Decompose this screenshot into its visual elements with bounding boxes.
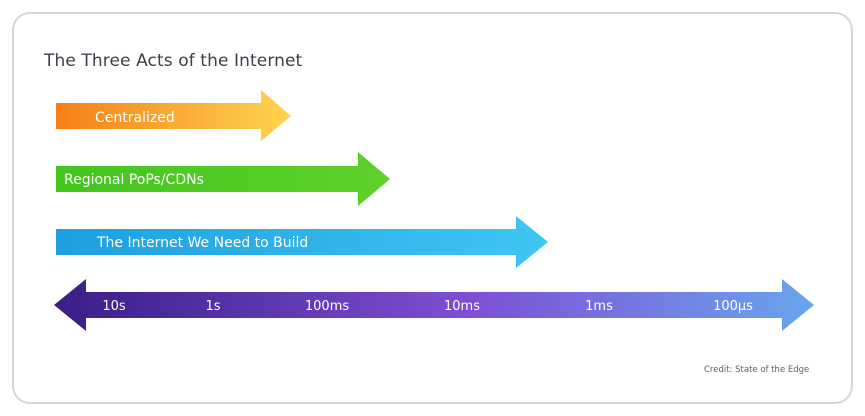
scale-tick-100us: 100µs bbox=[713, 299, 753, 314]
act-arrow-internet-we-need-to-build: The Internet We Need to Build bbox=[56, 216, 548, 268]
latency-scale-arrow: 10s 1s 100ms 10ms 1ms 100µs bbox=[54, 279, 814, 331]
act-arrow-centralized: Centralized bbox=[56, 90, 291, 141]
scale-tick-1ms: 1ms bbox=[585, 299, 613, 314]
act-arrow-regional-pops-cdns: Regional PoPs/CDNs bbox=[56, 152, 390, 206]
credit-text: Credit: State of the Edge bbox=[704, 365, 810, 375]
arrow-shape bbox=[56, 216, 548, 268]
scale-tick-1s: 1s bbox=[205, 299, 220, 314]
act-label-centralized: Centralized bbox=[95, 110, 175, 126]
diagram-title: The Three Acts of the Internet bbox=[44, 51, 303, 71]
scale-tick-100ms: 100ms bbox=[305, 299, 349, 314]
scale-tick-10ms: 10ms bbox=[444, 299, 480, 314]
scale-tick-10s: 10s bbox=[102, 299, 126, 314]
diagram-card bbox=[12, 12, 853, 404]
act-label-regional-pops-cdns: Regional PoPs/CDNs bbox=[64, 172, 204, 188]
scale-arrow-shape bbox=[54, 279, 814, 331]
arrow-shape bbox=[56, 152, 390, 206]
arrow-shape bbox=[56, 90, 291, 141]
act-label-internet-we-need-to-build: The Internet We Need to Build bbox=[96, 235, 308, 251]
